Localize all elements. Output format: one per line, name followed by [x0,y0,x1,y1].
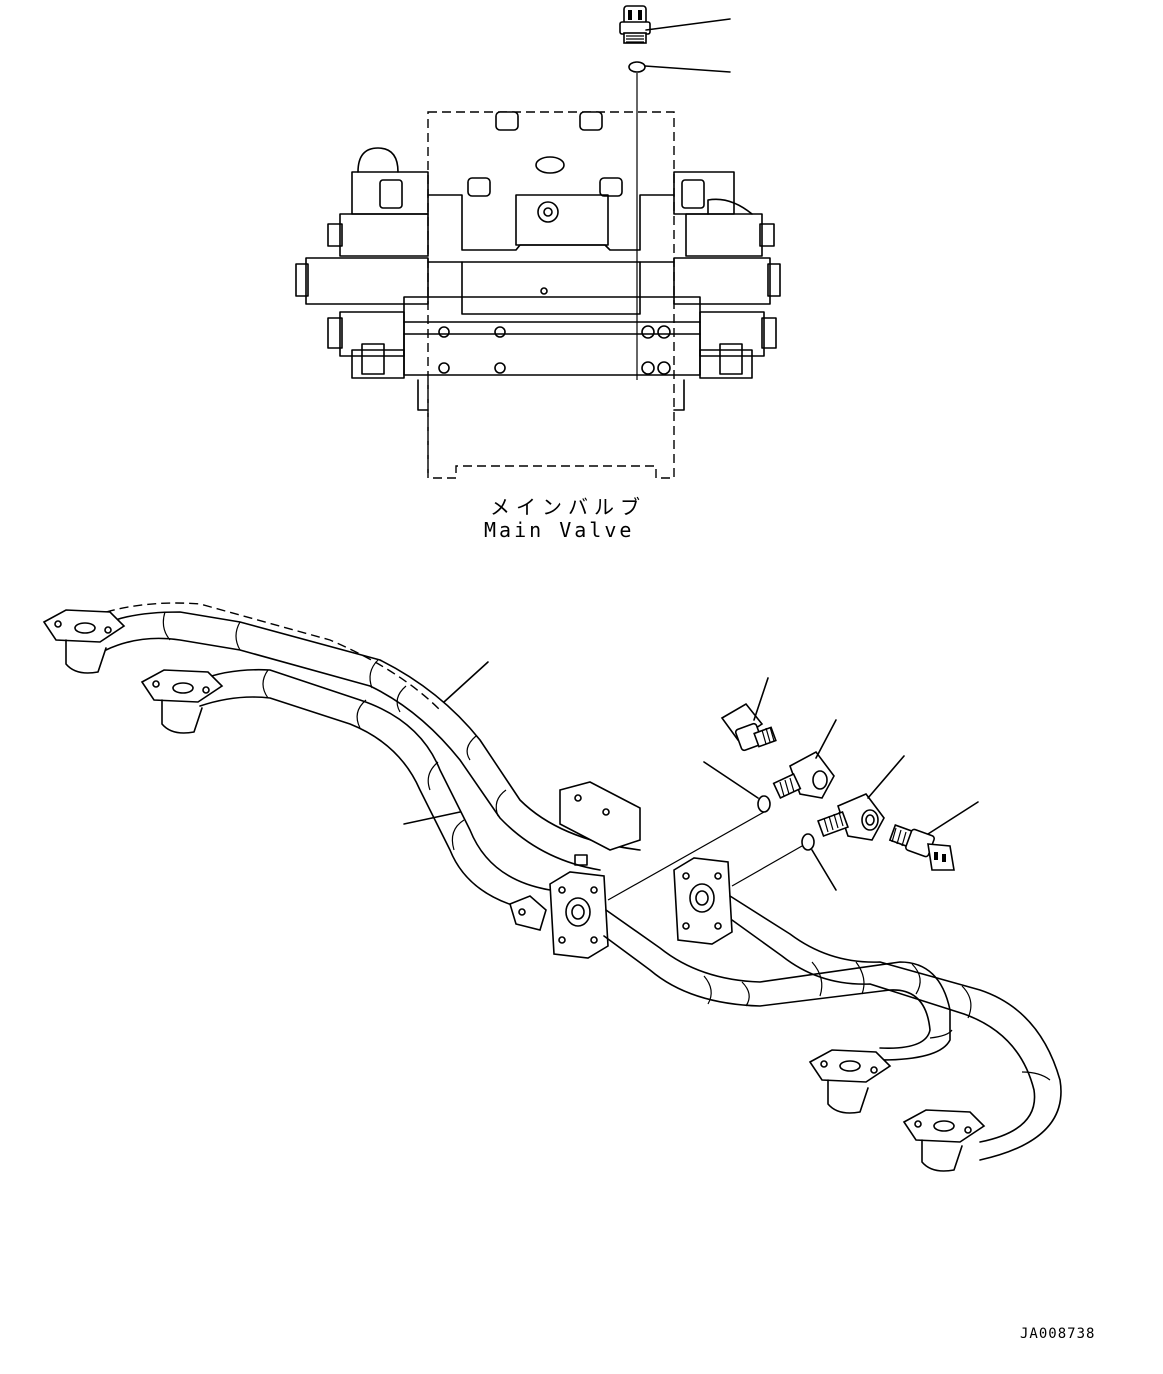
leader-line-hose-a [443,661,489,703]
leader-line-hose-b [403,811,461,825]
flange-lower-left [140,669,224,734]
hose-assembly [42,602,1062,1172]
o-ring-2 [801,833,815,851]
drawing-code: JA008738 [1020,1326,1096,1342]
leader-line-oring-2 [811,849,837,891]
elbow-fitting-1 [772,750,835,799]
flange-lower-right-a [808,1049,892,1114]
tube-clamp-bracket [509,781,641,931]
leader-line-sensor-2 [927,801,979,835]
valve-bolts [467,111,623,197]
leader-line-sensor-top [645,18,731,31]
center-line-oring-2 [731,845,803,887]
top-o-ring [628,61,646,73]
top-pressure-sensor [619,5,651,44]
main-valve-label-en: Main Valve [484,518,635,542]
main-valve-label-jp: メインバルブ [490,495,646,519]
pressure-sensor-2 [888,824,955,871]
flange-upper-left [42,609,126,674]
valve-right-spools [673,171,781,379]
flange-lower-right-b [902,1109,986,1172]
elbow-fitting-2 [817,793,885,841]
flange-center-left [549,871,609,959]
valve-left-spools [295,147,429,379]
flange-center-right [673,857,733,945]
main-valve [295,111,781,479]
o-ring-1 [757,795,771,813]
leader-line-sensor-1 [753,677,769,721]
pressure-sensor-1 [720,702,777,752]
leader-line-elbow-1 [815,719,837,759]
leader-line-oring-1 [703,761,759,799]
leader-line-elbow-2 [867,755,905,799]
center-line-oring-1 [607,811,765,901]
leader-line-oring-top [644,65,731,73]
